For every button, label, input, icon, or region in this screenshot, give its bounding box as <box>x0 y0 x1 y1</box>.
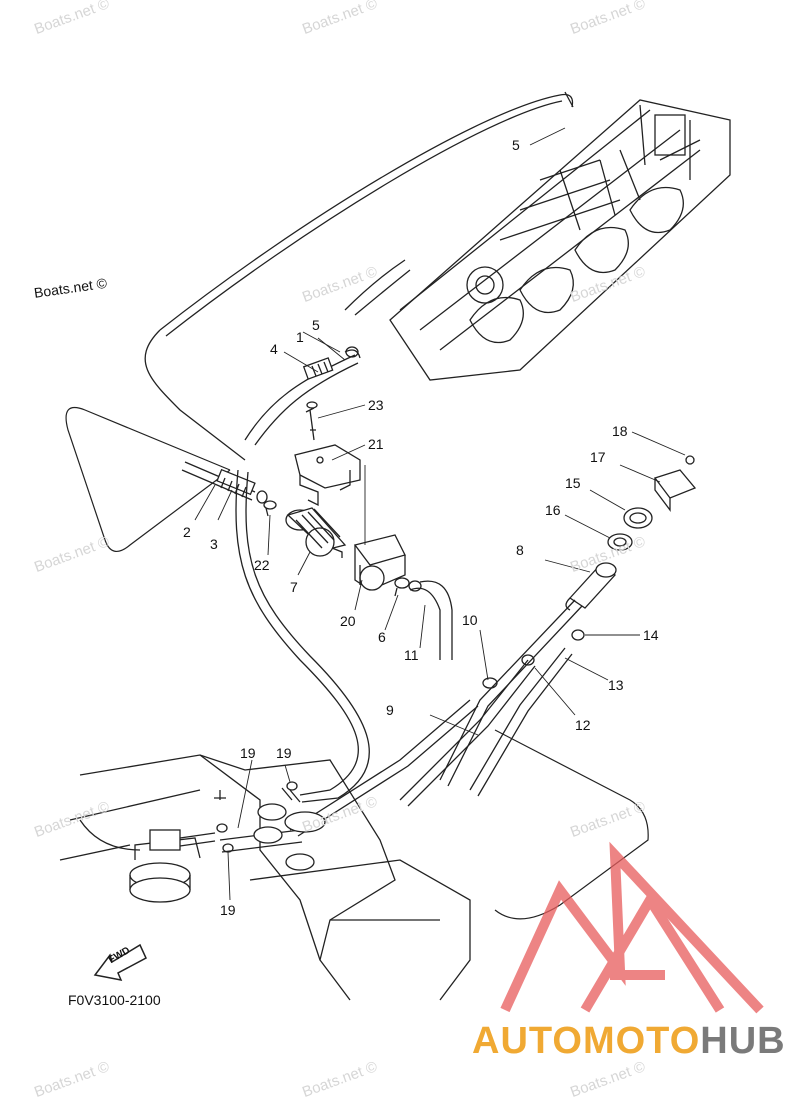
part-label-10: 10 <box>462 612 478 628</box>
part-label-16: 16 <box>545 502 561 518</box>
part-label-6: 6 <box>378 629 386 645</box>
fuel-pump-unit <box>129 790 326 903</box>
part-label-8: 8 <box>516 542 524 558</box>
fuel-filter <box>285 507 347 558</box>
part-label-21: 21 <box>368 436 384 452</box>
main-return-hose <box>235 469 370 803</box>
brand-part-1: AUTOMOTO <box>472 1020 701 1062</box>
leader-lines <box>194 127 686 901</box>
part-label-5: 5 <box>312 317 320 333</box>
vent-hoses <box>219 599 583 853</box>
part-label-3: 3 <box>210 536 218 552</box>
part-label-23: 23 <box>368 397 384 413</box>
part-label-5: 5 <box>512 137 520 153</box>
hose-loop-outline-right <box>494 729 649 920</box>
part-label-19: 19 <box>240 745 256 761</box>
diagram-code: F0V3100-2100 <box>68 992 161 1008</box>
automotohub-logo-icon <box>500 841 764 1014</box>
upper-fuel-hose <box>144 91 574 461</box>
brand-wordmark: AUTOMOTOHUB <box>472 1020 786 1063</box>
part-label-9: 9 <box>386 702 394 718</box>
part-label-2: 2 <box>183 524 191 540</box>
hose-2-3 <box>181 461 268 504</box>
part-label-22: 22 <box>254 557 270 573</box>
part-label-18: 18 <box>612 423 628 439</box>
part-label-11: 11 <box>404 647 419 663</box>
part-label-1: 1 <box>296 329 304 345</box>
hose-loop-outline <box>65 406 231 552</box>
part-label-14: 14 <box>643 627 659 643</box>
bracket-21 <box>294 401 361 507</box>
part-label-20: 20 <box>340 613 356 629</box>
part-label-4: 4 <box>270 341 278 357</box>
fwd-arrow-icon <box>93 943 147 982</box>
clamp-20 <box>353 534 406 591</box>
part-label-7: 7 <box>290 579 298 595</box>
fuel-tank-hull <box>59 754 471 1001</box>
brand-part-2: HUB <box>700 1020 786 1062</box>
hose-4 <box>244 349 361 446</box>
hose-11 <box>408 580 453 660</box>
part-label-12: 12 <box>575 717 591 733</box>
engine-block <box>344 99 731 381</box>
part-label-19: 19 <box>220 902 236 918</box>
part-label-15: 15 <box>565 475 581 491</box>
vent-fitting-assembly <box>565 455 697 641</box>
part-label-19: 19 <box>276 745 292 761</box>
hose-clips <box>263 346 410 597</box>
part-label-17: 17 <box>590 449 606 465</box>
part-label-13: 13 <box>608 677 624 693</box>
